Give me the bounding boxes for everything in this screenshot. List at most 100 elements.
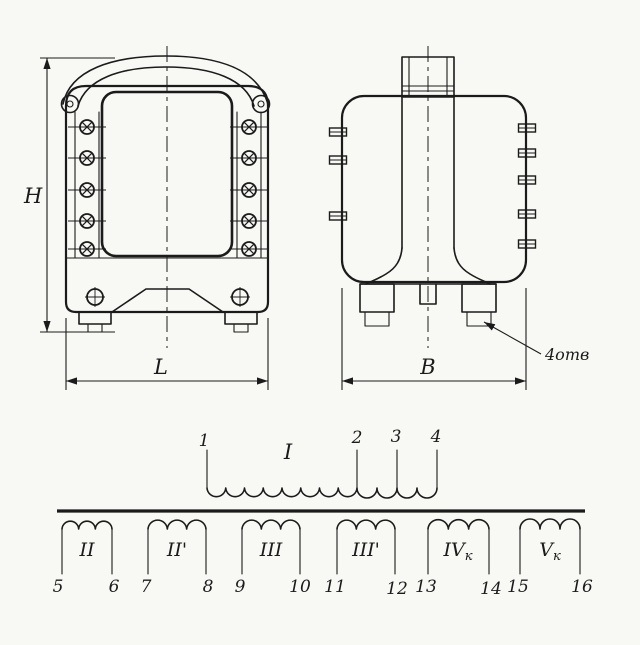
secondary-winding-III-prime: III' 11 12 (324, 519, 408, 599)
foot-tab (87, 323, 103, 333)
handle-left-rivet (66, 100, 74, 108)
front-window (100, 90, 234, 258)
dim-width-side-label: B (419, 355, 435, 379)
front-terminal-strip-left (67, 111, 107, 259)
pin-number: 16 (571, 577, 593, 597)
column-flare-left (365, 247, 403, 285)
terminal (328, 127, 348, 137)
pin-number: 12 (386, 579, 408, 599)
pin-number: 13 (415, 577, 437, 597)
secondary-winding-III: III 9 10 (235, 519, 311, 597)
side-center-column (365, 96, 491, 285)
pin-number: 7 (141, 577, 152, 597)
side-view: B 4отв (328, 46, 589, 390)
pin-number: 15 (507, 577, 529, 597)
coil (427, 518, 490, 530)
winding-label-main: II (78, 539, 95, 561)
dim-width-front: L (65, 318, 269, 390)
winding-label-sub: к (465, 549, 473, 564)
primary-winding: I 1 2 3 4 (199, 427, 442, 499)
handle-right-rivet (257, 100, 265, 108)
base-center-notch (419, 283, 437, 305)
secondary-winding-IVk: IVк 13 14 (415, 518, 502, 599)
foot-pad (224, 311, 258, 325)
winding-label-main: V (539, 539, 555, 561)
leader-line (483, 321, 542, 355)
terminal (67, 241, 107, 257)
handle-outer-arc (62, 55, 269, 105)
terminal (67, 119, 107, 135)
holes-callout: 4отв (483, 321, 589, 364)
side-top-bracket (401, 56, 455, 98)
pin-number: 10 (289, 577, 311, 597)
terminal-number: 2 (351, 428, 363, 448)
winding-label-sub: к (553, 549, 561, 564)
terminal-number: 1 (199, 431, 210, 451)
winding-label: Vк (539, 539, 561, 564)
dim-width-front-label: L (153, 355, 168, 379)
pin-number: 5 (53, 577, 64, 597)
winding-schematic: I 1 2 3 4 II 5 6 II' 7 8 III 9 (53, 427, 593, 599)
side-foot (359, 283, 395, 313)
base-bolt (84, 286, 106, 308)
front-handle (60, 55, 271, 114)
holes-note-label: 4отв (544, 345, 589, 364)
pin-number: 9 (235, 577, 246, 597)
pin-number: 11 (324, 577, 346, 597)
terminal (229, 119, 269, 135)
winding-label: II (78, 539, 95, 561)
coil (147, 519, 207, 530)
pin-number: 8 (203, 577, 214, 597)
winding-label-main: IV (443, 539, 468, 561)
side-foot (461, 283, 497, 313)
secondary-winding-II: II 5 6 (53, 520, 120, 597)
coil (519, 518, 581, 530)
winding-label: III' (351, 539, 380, 561)
winding-label-main: III (259, 539, 283, 561)
secondary-winding-Vk: Vк 15 16 (507, 518, 593, 597)
terminal (328, 211, 348, 221)
terminal (229, 241, 269, 257)
winding-label: III (259, 539, 283, 561)
foot-pad (364, 311, 390, 327)
front-body (64, 84, 270, 314)
terminal (229, 150, 269, 166)
coil (241, 519, 301, 530)
primary-coil (206, 487, 438, 499)
side-terminals-left (328, 127, 348, 221)
front-body-outline (64, 84, 270, 314)
coil (336, 519, 396, 530)
coil (61, 520, 113, 530)
foot-pad (466, 311, 492, 327)
foot-pad (78, 311, 112, 325)
foot-tab (233, 323, 249, 333)
winding-label: IVк (443, 539, 473, 564)
pin-number: 14 (480, 579, 502, 599)
terminal (67, 182, 107, 198)
base-trapezoid (111, 288, 224, 313)
side-base (359, 283, 497, 327)
handle-inner-arc (77, 66, 255, 107)
base-bolt (229, 286, 251, 308)
terminal (229, 213, 269, 229)
side-body-outline (340, 94, 528, 284)
winding-label-main: III' (351, 539, 380, 561)
winding-label: II' (166, 539, 187, 561)
column-flare-right (453, 247, 491, 285)
front-base (78, 286, 258, 333)
winding-label-main: II' (166, 539, 187, 561)
handle-left-lug (60, 94, 80, 114)
pin-number: 6 (109, 577, 120, 597)
terminal-number: 3 (391, 427, 402, 447)
front-view: H L (23, 46, 271, 390)
secondary-winding-II-prime: II' 7 8 (141, 519, 214, 597)
dim-height-label: H (23, 184, 43, 208)
dim-height: H (23, 57, 115, 333)
dim-width-side: B (341, 288, 527, 390)
terminal (229, 182, 269, 198)
terminal (67, 150, 107, 166)
terminal (328, 155, 348, 165)
terminal-number: 4 (430, 427, 442, 447)
